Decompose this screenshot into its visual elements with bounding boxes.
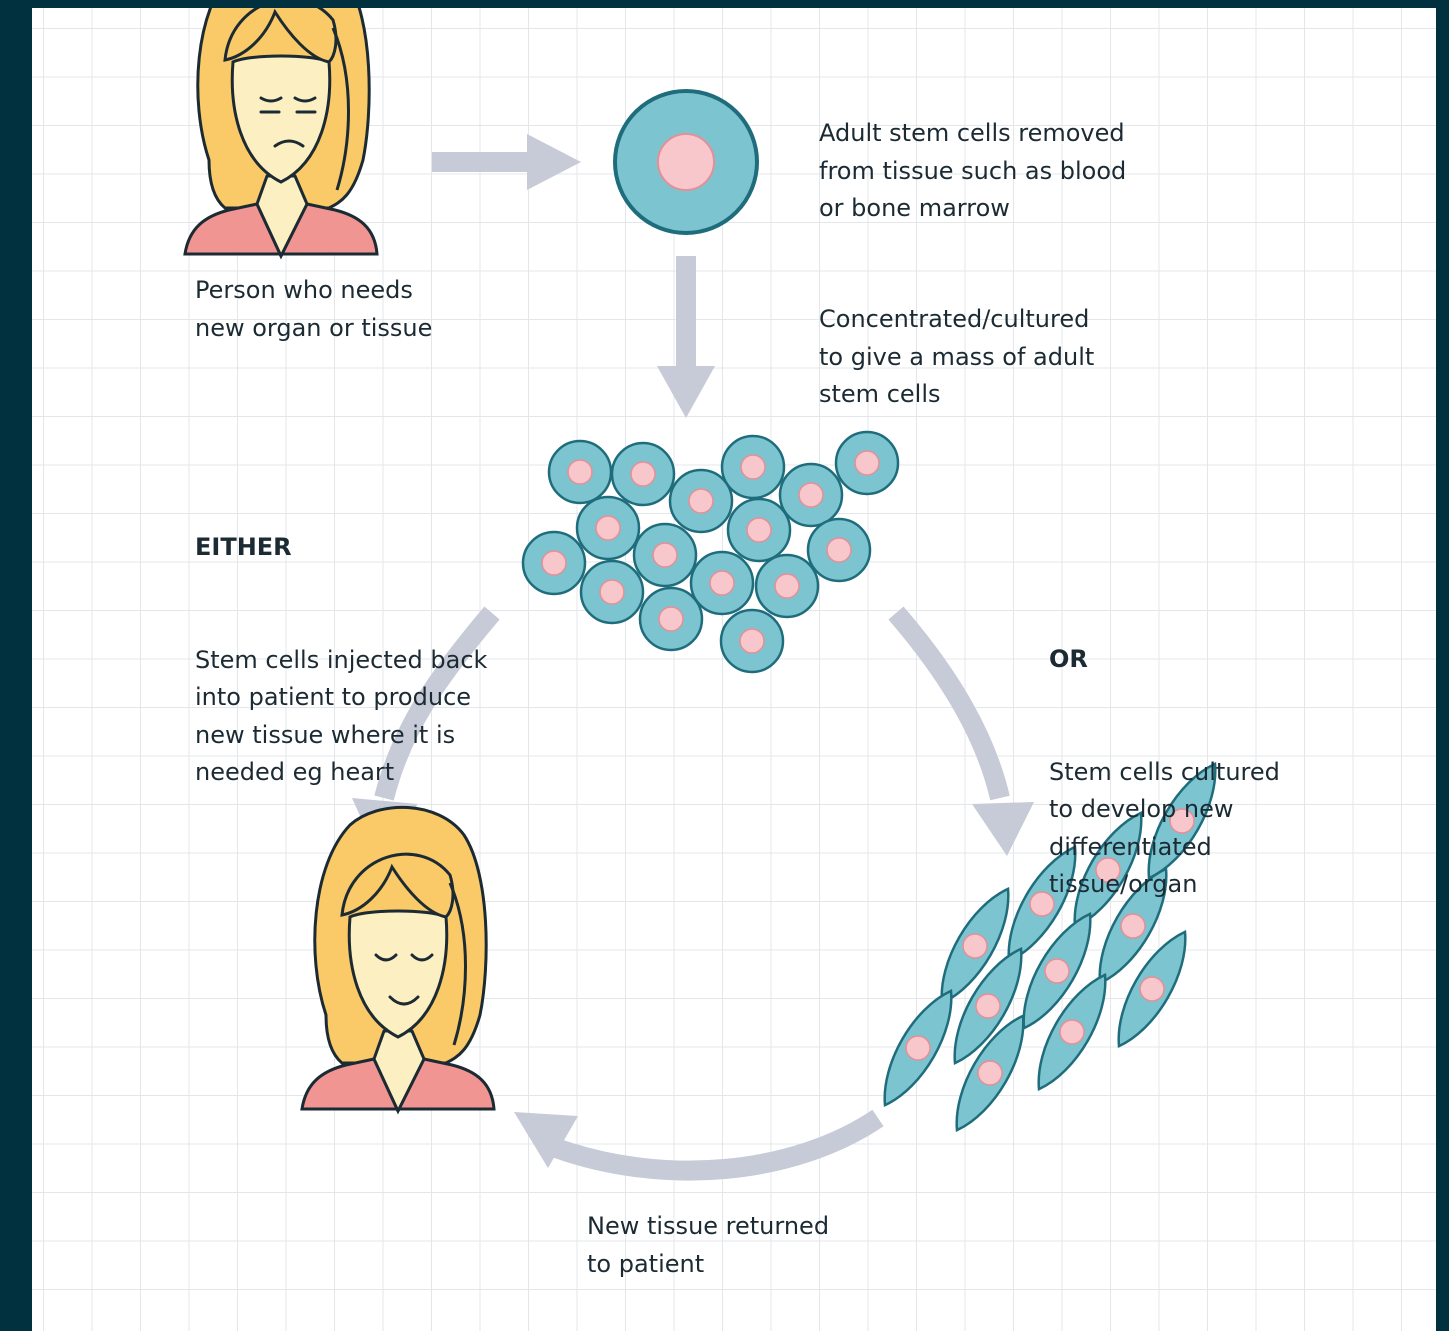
label-either: EITHER Stem cells injected back into pat…	[195, 454, 487, 867]
stem-cell-icon	[613, 89, 759, 235]
sad-woman-icon	[183, 8, 379, 258]
label-returned: New tissue returned to patient	[587, 1212, 830, 1278]
arrow-returned	[514, 1109, 884, 1181]
either-description: Stem cells injected back into patient to…	[195, 645, 488, 787]
label-person: Person who needs new organ or tissue	[195, 276, 433, 342]
label-or: OR Stem cells cultured to develop new di…	[1049, 566, 1280, 979]
or-heading: OR	[1049, 645, 1088, 673]
label-cultured: Concentrated/cultured to give a mass of …	[819, 305, 1095, 408]
smiling-woman-icon	[300, 805, 496, 1113]
stem-cell-cluster-icon	[521, 430, 900, 674]
or-description: Stem cells cultured to develop new diffe…	[1049, 757, 1280, 899]
arrow-to-cell	[432, 134, 581, 190]
either-heading: EITHER	[195, 533, 292, 561]
diagram-artwork	[183, 8, 1232, 1181]
arrow-or	[888, 606, 1034, 856]
arrow-to-mass	[657, 256, 715, 418]
label-removed: Adult stem cells removed from tissue suc…	[819, 119, 1127, 222]
diagram-canvas: Person who needs new organ or tissue Adu…	[32, 8, 1436, 1331]
